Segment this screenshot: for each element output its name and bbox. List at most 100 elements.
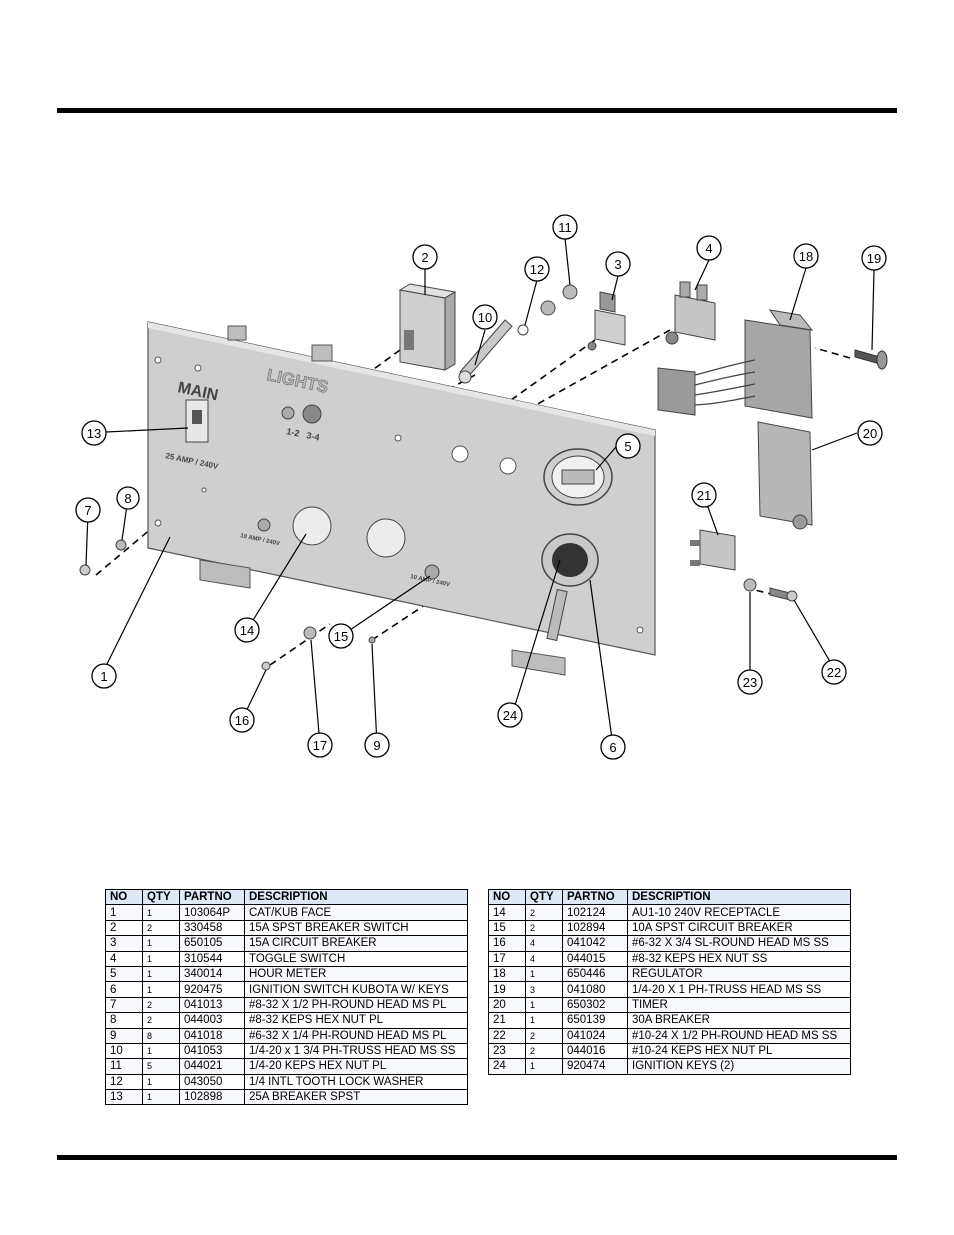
callout-19: 19 <box>861 245 887 271</box>
cell-description: 15A CIRCUIT BREAKER <box>244 935 468 952</box>
callout-24: 24 <box>497 702 523 728</box>
callouts: 1 2 3 4 5 6 7 8 9 10 11 12 13 14 15 16 1… <box>75 214 887 760</box>
callout-1: 1 <box>91 663 117 689</box>
cell-partno: 650139 <box>562 1012 628 1029</box>
cell-partno: 102898 <box>179 1089 245 1106</box>
svg-text:13: 13 <box>87 426 101 441</box>
cell-qty: 2 <box>525 1027 563 1044</box>
cell-description: AU1-10 240V RECEPTACLE <box>627 904 851 921</box>
cell-description: #6-32 X 3/4 SL-ROUND HEAD MS SS <box>627 935 851 952</box>
cell-description: TIMER <box>627 996 851 1014</box>
cell-partno: 041013 <box>179 996 245 1014</box>
cell-partno: 041053 <box>179 1042 245 1060</box>
cell-qty: 4 <box>525 950 563 967</box>
cell-qty: 2 <box>142 996 180 1014</box>
cell-no: 6 <box>105 981 143 998</box>
cell-description: #8-32 KEPS HEX NUT PL <box>244 1012 468 1029</box>
callout-8: 8 <box>116 486 140 510</box>
cell-partno: 650302 <box>562 996 628 1014</box>
header-no: NO <box>105 888 143 906</box>
svg-text:18: 18 <box>799 249 813 264</box>
header-qty: QTY <box>525 888 563 906</box>
cell-no: 20 <box>488 996 526 1014</box>
cell-description: 10A SPST CIRCUIT BREAKER <box>627 919 851 937</box>
cell-qty: 1 <box>142 904 180 921</box>
header-no: NO <box>488 888 526 906</box>
cell-qty: 1 <box>525 965 563 983</box>
cell-no: 22 <box>488 1027 526 1044</box>
svg-text:17: 17 <box>313 738 327 753</box>
svg-text:1: 1 <box>100 669 107 684</box>
cell-partno: 103064P <box>179 904 245 921</box>
cell-qty: 2 <box>525 919 563 937</box>
cell-description: 30A BREAKER <box>627 1012 851 1029</box>
cell-description: #6-32 X 1/4 PH-ROUND HEAD MS PL <box>244 1027 468 1044</box>
callout-20: 20 <box>857 420 883 446</box>
callout-10: 10 <box>472 304 498 330</box>
callout-18: 18 <box>793 243 819 269</box>
callout-3: 3 <box>605 251 631 277</box>
cell-partno: 650105 <box>179 935 245 952</box>
cell-no: 9 <box>105 1027 143 1044</box>
cell-partno: 044016 <box>562 1042 628 1060</box>
cell-no: 13 <box>105 1089 143 1106</box>
cell-no: 1 <box>105 904 143 921</box>
cell-qty: 4 <box>525 935 563 952</box>
cell-qty: 5 <box>142 1058 180 1075</box>
cell-qty: 1 <box>142 981 180 998</box>
cell-partno: 102124 <box>562 904 628 921</box>
cell-qty: 2 <box>142 919 180 937</box>
svg-text:20: 20 <box>863 426 877 441</box>
cell-partno: 044021 <box>179 1058 245 1075</box>
svg-text:14: 14 <box>240 623 254 638</box>
cell-description: IGNITION SWITCH KUBOTA W/ KEYS <box>244 981 468 998</box>
cell-partno: 102894 <box>562 919 628 937</box>
cell-no: 24 <box>488 1058 526 1075</box>
header-qty: QTY <box>142 888 180 906</box>
cell-no: 5 <box>105 965 143 983</box>
callout-14: 14 <box>234 617 260 643</box>
cell-no: 2 <box>105 919 143 937</box>
callout-16: 16 <box>229 707 255 733</box>
exploded-parts-diagram: MAIN 25 AMP / 240V LIGHTS 1-2 3-4 10 AMP… <box>75 214 888 760</box>
cell-partno: 920474 <box>562 1058 628 1075</box>
cell-partno: 041080 <box>562 981 628 998</box>
callout-9: 9 <box>364 732 390 758</box>
svg-text:9: 9 <box>373 738 380 753</box>
cell-description: 15A SPST BREAKER SWITCH <box>244 919 468 937</box>
bottom-rule <box>57 1155 897 1160</box>
cell-no: 8 <box>105 1012 143 1029</box>
cell-description: 1/4 INTL TOOTH LOCK WASHER <box>244 1073 468 1091</box>
svg-text:10: 10 <box>478 310 492 325</box>
callout-5: 5 <box>615 433 641 459</box>
cell-qty: 8 <box>142 1027 180 1044</box>
svg-text:15: 15 <box>334 629 348 644</box>
cell-no: 23 <box>488 1042 526 1060</box>
cell-description: TOGGLE SWITCH <box>244 950 468 967</box>
face-panel <box>147 321 656 676</box>
cell-no: 10 <box>105 1042 143 1060</box>
cell-no: 19 <box>488 981 526 998</box>
cell-no: 21 <box>488 1012 526 1029</box>
svg-text:3: 3 <box>614 257 621 272</box>
cell-qty: 1 <box>142 950 180 967</box>
cell-partno: 041018 <box>179 1027 245 1044</box>
cell-description: #10-24 KEPS HEX NUT PL <box>627 1042 851 1060</box>
svg-text:16: 16 <box>235 713 249 728</box>
cell-partno: 043050 <box>179 1073 245 1091</box>
callout-12: 12 <box>524 256 550 282</box>
cell-no: 11 <box>105 1058 143 1075</box>
cell-qty: 1 <box>142 1073 180 1091</box>
svg-text:21: 21 <box>697 488 711 503</box>
